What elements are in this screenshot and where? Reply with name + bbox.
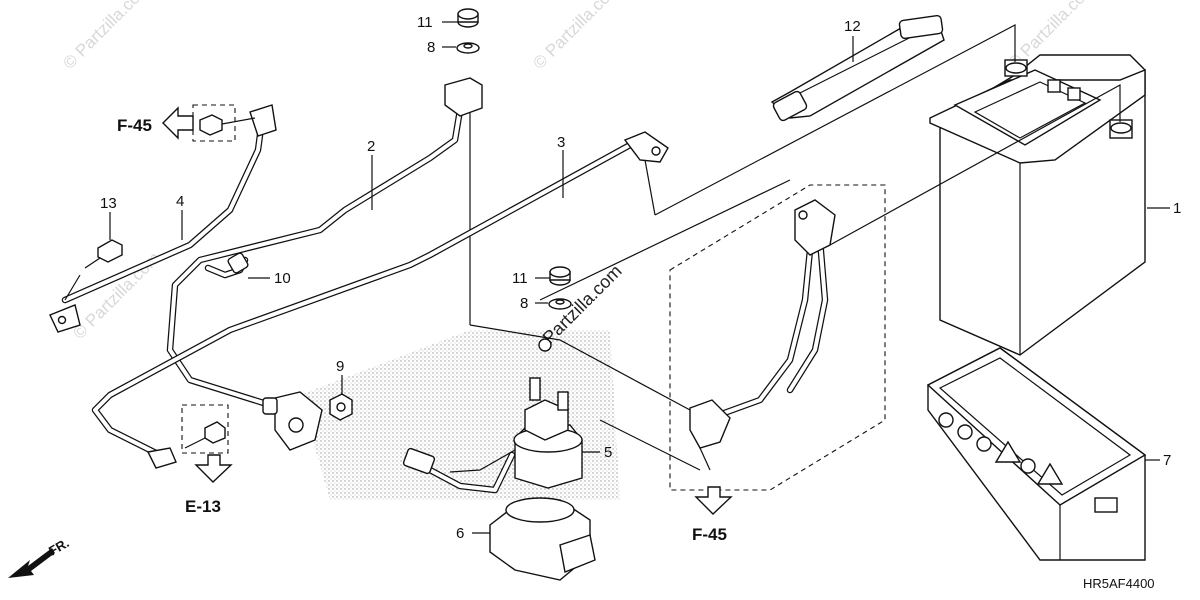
- small-ring-part: [538, 338, 552, 352]
- arrow-left-icon: [162, 106, 194, 140]
- callout-8-top: 8: [427, 39, 435, 56]
- callout-13: 13: [100, 195, 117, 212]
- battery-part: [929, 54, 1146, 356]
- relay-holder-6-part: [489, 497, 596, 581]
- starter-relay-5-part: [402, 377, 583, 494]
- cable-2-part: [166, 77, 483, 451]
- callout-7: 7: [1163, 452, 1171, 469]
- callout-10: 10: [274, 270, 291, 287]
- ref-f45-lower: F-45: [692, 525, 727, 544]
- arrow-down-icon: [194, 454, 233, 483]
- ref-e13: E-13: [185, 497, 221, 516]
- ref-f45-upper: F-45: [117, 116, 152, 135]
- callout-4: 4: [176, 193, 184, 210]
- callout-8-mid: 8: [520, 295, 528, 312]
- callout-9: 9: [336, 358, 344, 375]
- callout-5: 5: [604, 444, 612, 461]
- callout-1: 1: [1173, 200, 1181, 217]
- nut-11-mid-part: [549, 266, 571, 286]
- washer-8-top-part: [456, 42, 480, 54]
- nut-11-top-part: [457, 8, 479, 28]
- callout-6: 6: [456, 525, 464, 542]
- watermark-text: © Partzilla.com: [59, 0, 153, 73]
- leader-line: [539, 179, 791, 301]
- callout-11-mid: 11: [512, 270, 528, 287]
- cable-4-part: [49, 104, 277, 333]
- arrow-down-icon: [694, 486, 733, 515]
- diagram-code: HR5AF4400: [1083, 576, 1155, 591]
- leader-line: [469, 324, 691, 411]
- callout-2: 2: [367, 138, 375, 155]
- callout-12: 12: [844, 18, 861, 35]
- bolt-box-upper-part: [192, 104, 256, 142]
- bolt-box-lower-part: [181, 404, 229, 454]
- watermark-text: © Partzilla.com: [529, 0, 623, 73]
- washer-8-mid-part: [548, 298, 572, 310]
- leader-line: [654, 24, 1016, 216]
- battery-strap-part: [770, 14, 945, 122]
- front-direction-icon: [8, 548, 55, 578]
- leader-line: [829, 83, 1121, 246]
- cable-tie-10-part: [204, 252, 249, 279]
- nut-9-part: [329, 393, 353, 421]
- harness-subassembly-part: [669, 184, 886, 491]
- leader-line: [599, 419, 701, 471]
- callout-3: 3: [557, 134, 565, 151]
- battery-case-part: [926, 347, 1147, 561]
- bolt-13-part: [64, 239, 123, 301]
- callout-11-top: 11: [417, 14, 433, 31]
